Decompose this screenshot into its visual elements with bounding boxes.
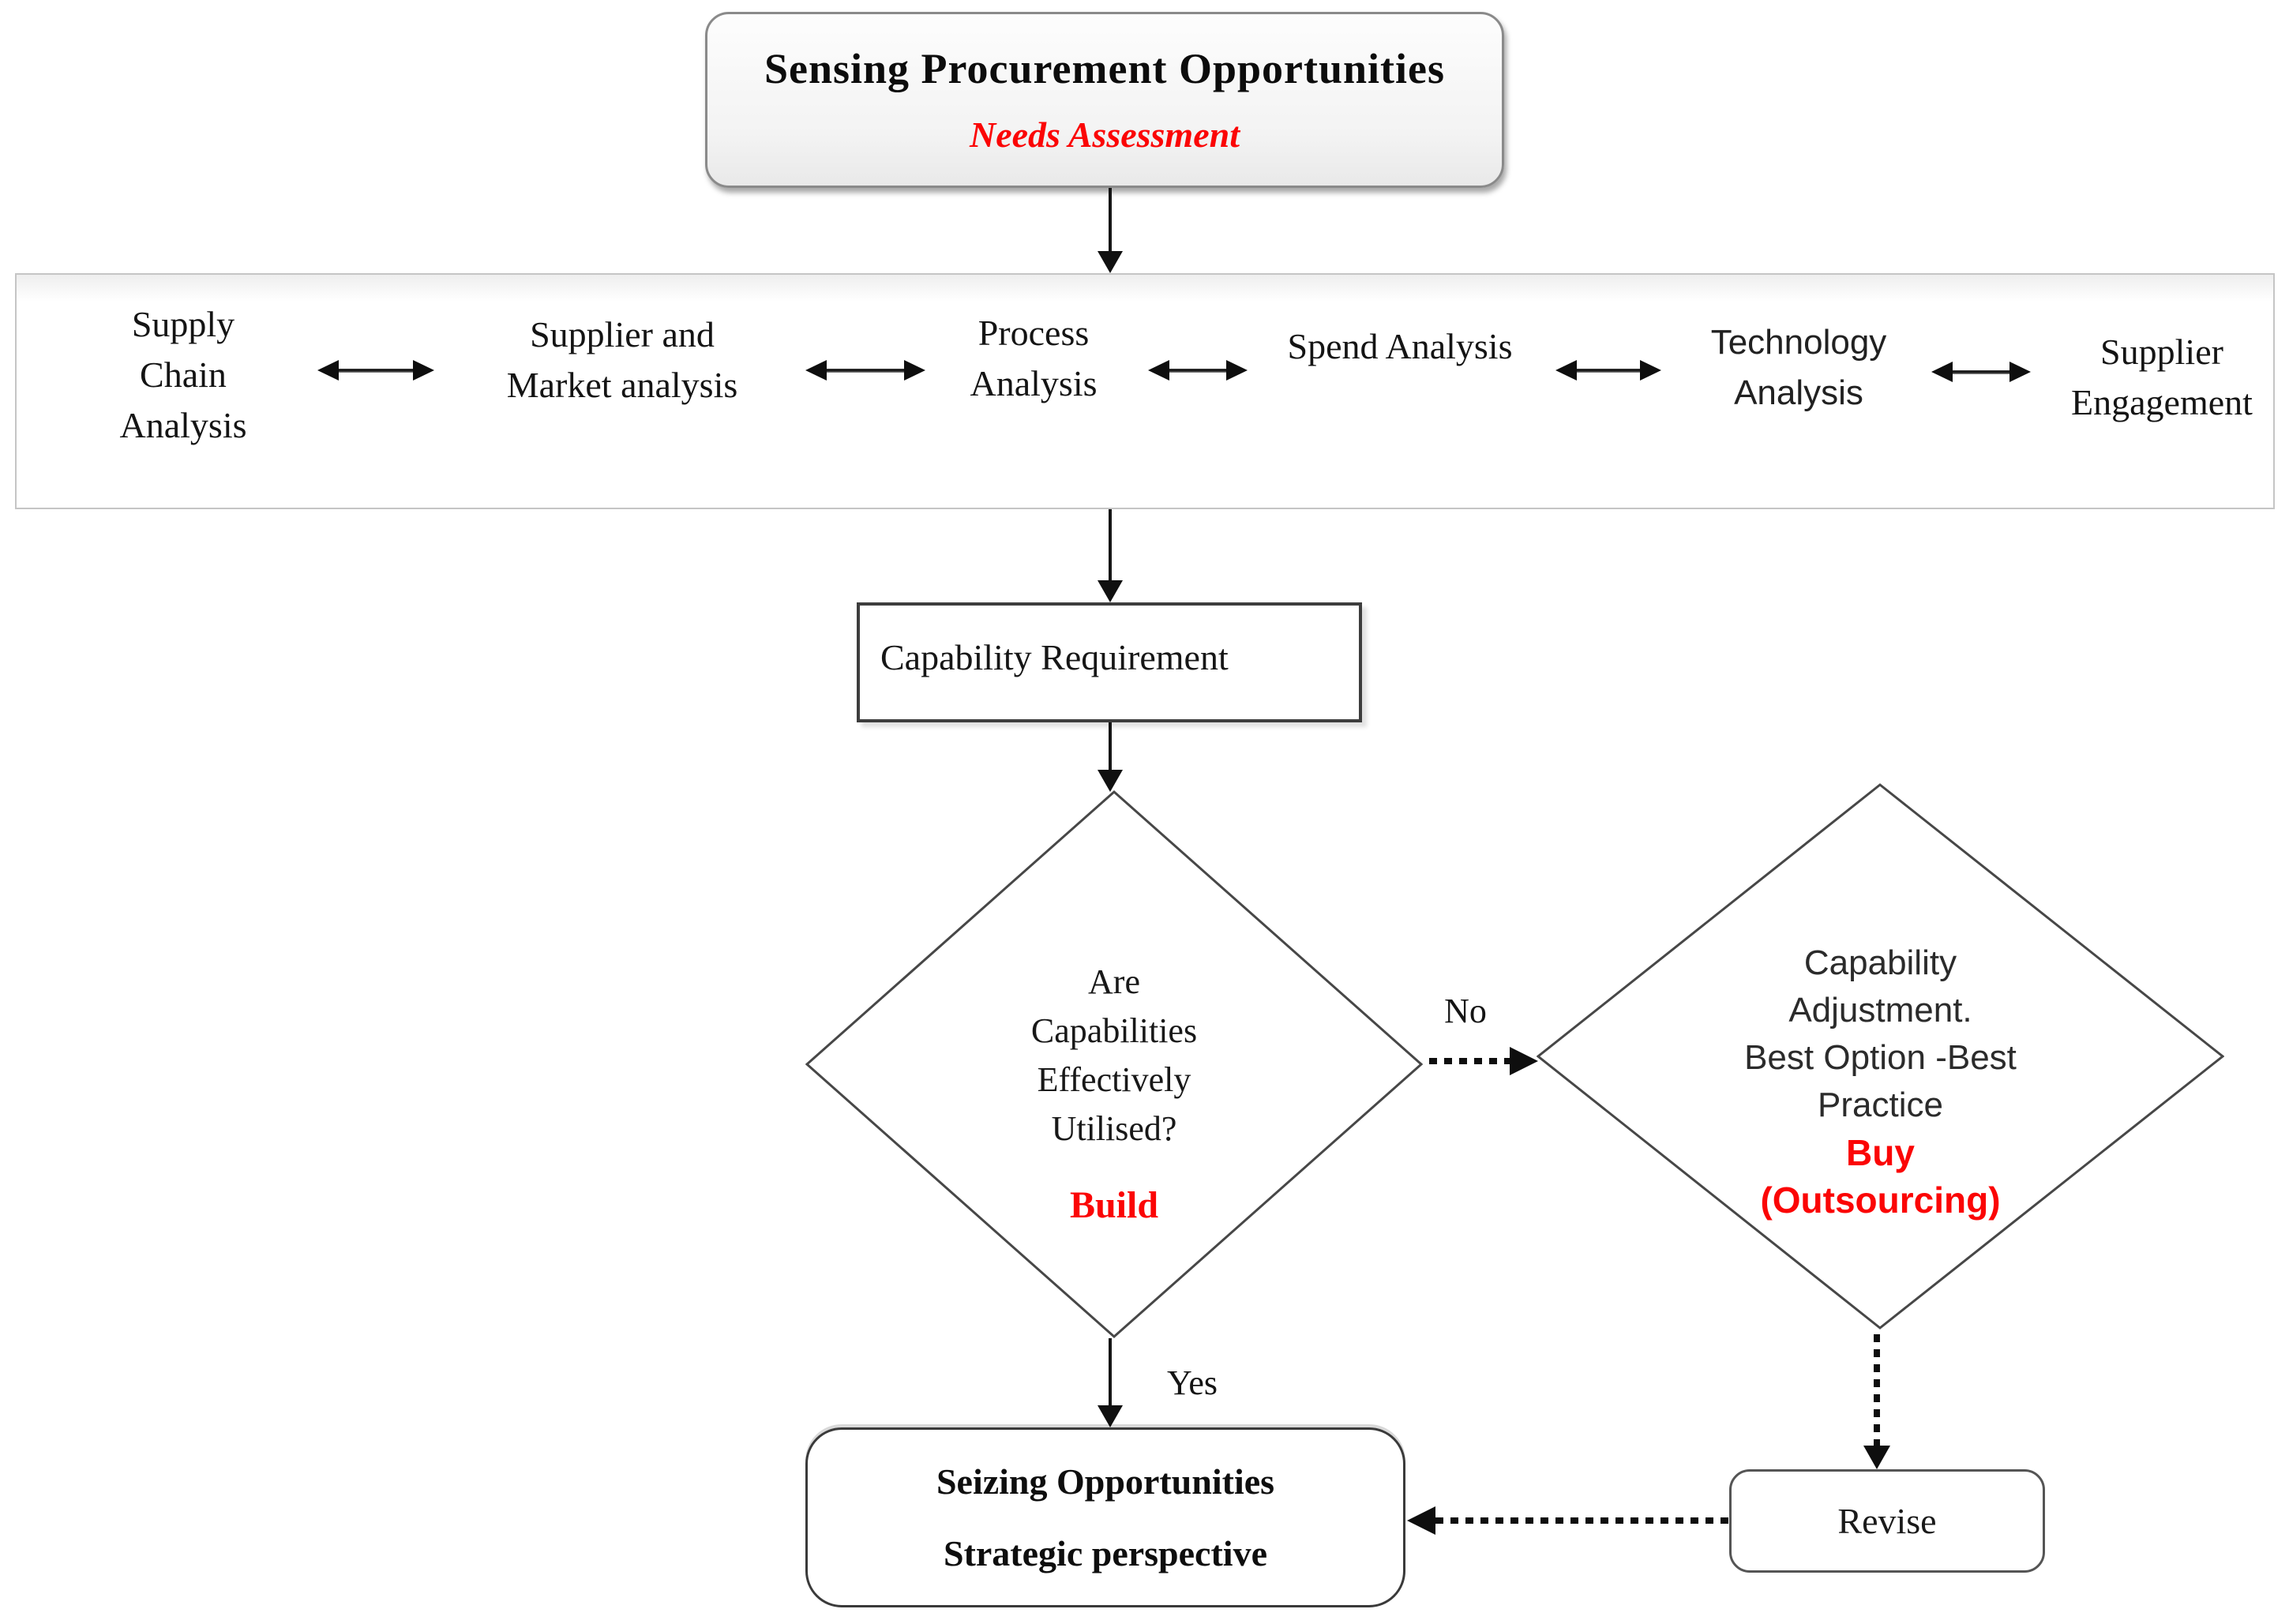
arrowhead-left-icon	[1931, 362, 1953, 382]
seizing-opportunities-node: Seizing Opportunities Strategic perspect…	[805, 1427, 1405, 1607]
arrow-line	[1109, 509, 1112, 580]
revise-node: Revise	[1729, 1469, 2045, 1573]
seizing-title: Seizing Opportunities	[936, 1461, 1275, 1502]
arrow-yes-to-seizing	[1096, 1338, 1124, 1427]
band-item-supplier-engagement: Supplier Engagement	[2071, 332, 2253, 422]
dotted-arrow-no	[1429, 1047, 1538, 1075]
decision-diamond-right-node: Capability Adjustment. Best Option -Best…	[1537, 783, 2224, 1330]
seizing-subtitle: Strategic perspective	[943, 1533, 1267, 1573]
decision-right-text: Capability Adjustment. Best Option -Best…	[1744, 943, 2017, 1124]
arrow-capability-to-decision	[1096, 722, 1124, 792]
arrow-line	[1109, 722, 1112, 770]
capability-requirement-node: Capability Requirement	[857, 602, 1362, 722]
arrow-line	[1169, 368, 1226, 373]
arrow-line	[827, 368, 904, 373]
arrowhead-left-icon	[1407, 1506, 1435, 1535]
arrowhead-down-icon	[1863, 1446, 1890, 1469]
analysis-band: Supply Chain Analysis Supplier and Marke…	[15, 273, 2275, 509]
arrowhead-right-icon	[1226, 360, 1248, 381]
double-arrow-icon	[805, 358, 925, 383]
arrowhead-right-icon	[904, 360, 925, 381]
arrow-line	[1953, 369, 2009, 374]
double-arrow-icon	[1931, 359, 2031, 384]
arrowhead-left-icon	[805, 360, 827, 381]
arrowhead-down-icon	[1098, 1405, 1123, 1427]
arrowhead-down-icon	[1098, 770, 1123, 792]
band-item-spend-analysis: Spend Analysis	[1287, 326, 1513, 366]
double-arrow-icon	[1555, 358, 1661, 383]
double-arrow-icon	[317, 358, 434, 383]
arrowhead-down-icon	[1098, 580, 1123, 602]
arrowhead-right-icon	[2009, 362, 2031, 382]
band-item-technology-analysis: Technology Analysis	[1710, 323, 1887, 412]
decision-left-build-label: Build	[1069, 1183, 1159, 1226]
arrowhead-left-icon	[317, 360, 339, 381]
band-item-supply-chain-analysis: Supply Chain Analysis	[119, 304, 247, 445]
arrow-line	[1577, 368, 1640, 373]
dotted-line	[1435, 1517, 1729, 1524]
decision-right-buy-label: Buy (Outsourcing)	[1760, 1132, 2001, 1221]
arrowhead-left-icon	[1555, 360, 1577, 381]
decision-diamond-right-shape	[1537, 783, 2224, 1330]
arrow-line	[1109, 188, 1112, 251]
band-item-process-analysis: Process Analysis	[970, 313, 1098, 403]
arrow-line	[339, 368, 413, 373]
dotted-line	[1874, 1334, 1880, 1446]
needs-assessment-subtitle: Needs Assessment	[969, 114, 1240, 155]
arrowhead-right-icon	[1640, 360, 1661, 381]
arrow-line	[1109, 1338, 1112, 1405]
arrowhead-right-icon	[413, 360, 434, 381]
decision-left-question: Are Capabilities Effectively Utilised?	[1030, 962, 1198, 1148]
arrow-band-to-capability	[1096, 509, 1124, 602]
arrowhead-left-icon	[1148, 360, 1169, 381]
sensing-title: Sensing Procurement Opportunities	[764, 45, 1446, 92]
capability-requirement-label: Capability Requirement	[880, 636, 1229, 677]
revise-label: Revise	[1837, 1501, 1937, 1541]
dotted-arrow-to-revise	[1861, 1334, 1893, 1469]
decision-diamond-left-shape	[805, 790, 1423, 1338]
double-arrow-icon	[1148, 358, 1248, 383]
arrowhead-right-icon	[1510, 1047, 1538, 1075]
dotted-line	[1429, 1058, 1510, 1064]
dotted-arrow-revise-to-seizing	[1407, 1506, 1729, 1535]
arrow-sensing-to-band	[1096, 188, 1124, 273]
decision-diamond-left-node: Are Capabilities Effectively Utilised? B…	[805, 790, 1423, 1338]
sensing-opportunities-node: Sensing Procurement Opportunities Needs …	[705, 12, 1504, 188]
band-item-supplier-market-analysis: Supplier and Market analysis	[506, 314, 738, 405]
edge-label-yes: Yes	[1166, 1363, 1218, 1402]
arrowhead-down-icon	[1098, 251, 1123, 273]
edge-label-no: No	[1444, 992, 1487, 1030]
